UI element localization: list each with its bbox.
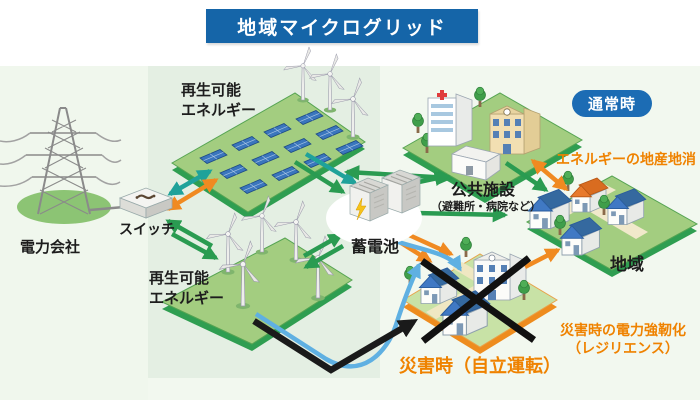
region-label: 地域 — [610, 255, 644, 275]
arrow-disaster-to-region — [523, 247, 561, 270]
disaster-mode-label: 災害時（自立運転） — [399, 356, 561, 377]
arrow-public-region-orange-double — [530, 159, 569, 191]
public-facility-sublabel: （避難所・病院など） — [431, 200, 541, 213]
clock-icon — [503, 108, 511, 116]
battery-icon — [326, 169, 422, 246]
transmission-tower-icon — [0, 107, 125, 224]
public-facility-label: 公共施設 — [451, 180, 516, 199]
region-platform — [525, 170, 699, 277]
school-icon — [489, 105, 541, 155]
renewable-top-platform — [171, 46, 369, 219]
power-company-label: 電力会社 — [20, 238, 81, 256]
lightning-bolt-icon — [355, 197, 367, 221]
gymnasium-icon — [450, 145, 502, 181]
local-energy-note: エネルギーの地産地消 — [556, 152, 696, 168]
arrow-renewable-to-disaster-black — [252, 318, 419, 374]
arrow-switch-solar-orange — [165, 178, 219, 211]
grid-connection-line — [89, 205, 125, 212]
renewable-bottom-label: 再生可能 エネルギー — [149, 269, 225, 307]
switch-label: スイッチ — [119, 222, 175, 238]
power-lines — [0, 132, 122, 187]
switch-icon — [118, 187, 174, 219]
red-cross-icon — [437, 90, 447, 100]
arrow-switch-to-wind — [170, 232, 219, 260]
arrow-battery-to-region — [415, 207, 509, 223]
arrow-wind-to-disaster-blue — [254, 262, 422, 369]
arrow-wind-to-switch — [165, 219, 214, 248]
resilience-note: 災害時の電力強靭化 （レジリエンス） — [560, 323, 686, 358]
arrow-battery-to-wind — [303, 244, 345, 269]
hospital-icon — [427, 90, 473, 147]
normal-time-badge: 通常時 — [572, 90, 652, 117]
arrow-wind-to-battery — [302, 233, 344, 258]
renewable-top-label: 再生可能 エネルギー — [181, 81, 257, 119]
x-mark-icon — [419, 255, 537, 344]
battery-label: 蓄電池 — [351, 237, 400, 256]
arrow-solar-to-battery-green — [293, 160, 346, 194]
page-title: 地域マイクログリッド — [206, 9, 478, 43]
